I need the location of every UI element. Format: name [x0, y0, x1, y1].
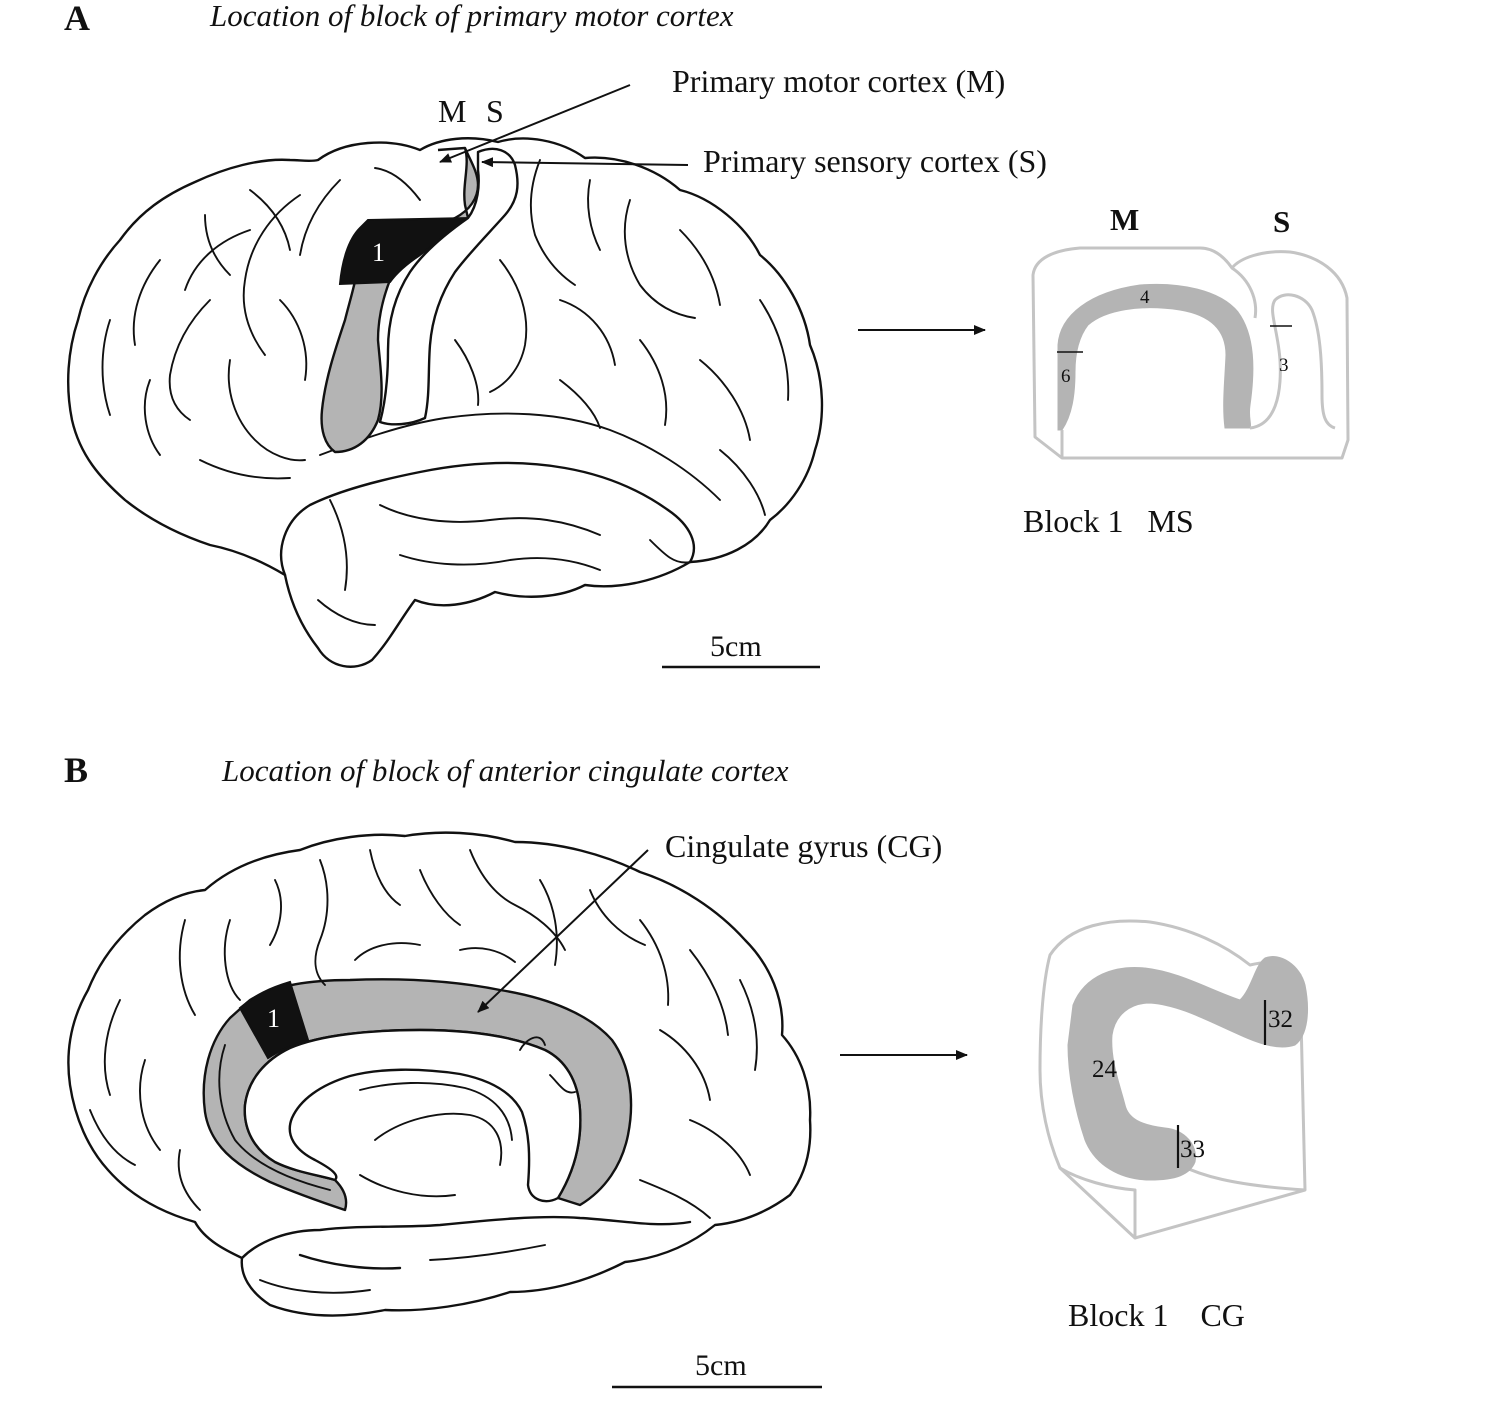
scale-a-label: 5cm: [710, 630, 762, 663]
area-24-label: 24: [1092, 1056, 1118, 1083]
lateral-sulcus: [319, 412, 721, 501]
panel-a-letter: A: [64, 0, 90, 38]
block-cg-drawing: 32 24 33: [1038, 919, 1309, 1240]
callout-sensory-cortex: Primary sensory cortex (S): [703, 143, 1047, 179]
panel-a-title: Location of block of primary motor corte…: [209, 0, 734, 33]
block-ms-drawing: M S 4 6 3: [1031, 202, 1350, 460]
label-s: S: [486, 93, 504, 129]
lateral-brain-drawing: 1: [66, 137, 824, 668]
block-1-cingulate: [238, 980, 310, 1060]
callout-motor-cortex: Primary motor cortex (M): [672, 63, 1005, 99]
scale-b-label: 5cm: [695, 1349, 747, 1382]
block-head-s: S: [1273, 204, 1290, 239]
area-33-label: 33: [1180, 1136, 1205, 1163]
callout-cingulate-gyrus: Cingulate gyrus (CG): [665, 828, 942, 864]
block-ms-outline: [1031, 246, 1350, 460]
medial-brain-outline: [67, 831, 812, 1317]
medial-brain-drawing: 1: [67, 831, 812, 1317]
label-m: M: [438, 93, 466, 129]
arrow-sensory-cortex: [481, 157, 689, 168]
arrow-motor-cortex: [439, 84, 631, 163]
area-6-label: 6: [1061, 366, 1071, 387]
lateral-brain-outline: [66, 137, 824, 668]
block-ms-label: Block 1 MS: [1023, 503, 1194, 539]
arrow-cingulate-gyrus: [477, 849, 649, 1013]
block-head-m: M: [1110, 202, 1139, 237]
temporal-lobe-outline: [280, 461, 695, 577]
area-3-label: 3: [1279, 355, 1289, 376]
block-1-number: 1: [372, 238, 385, 267]
corpus-callosum: [243, 1028, 582, 1203]
panel-b-letter: B: [64, 750, 88, 790]
panel-b: B Location of block of anterior cingulat…: [64, 750, 1309, 1389]
area-32-label: 32: [1268, 1006, 1293, 1033]
cortex-band-cg: [1067, 956, 1309, 1181]
panel-a: A Location of block of primary motor cor…: [64, 0, 1350, 669]
area-4-label: 4: [1140, 287, 1150, 308]
block-cg-label: Block 1 CG: [1068, 1297, 1245, 1333]
postcentral-gyrus: [378, 147, 519, 426]
cortex-band-ms: [1057, 283, 1254, 431]
cingulate-block-number: 1: [267, 1004, 280, 1033]
panel-b-title: Location of block of anterior cingulate …: [221, 753, 789, 788]
